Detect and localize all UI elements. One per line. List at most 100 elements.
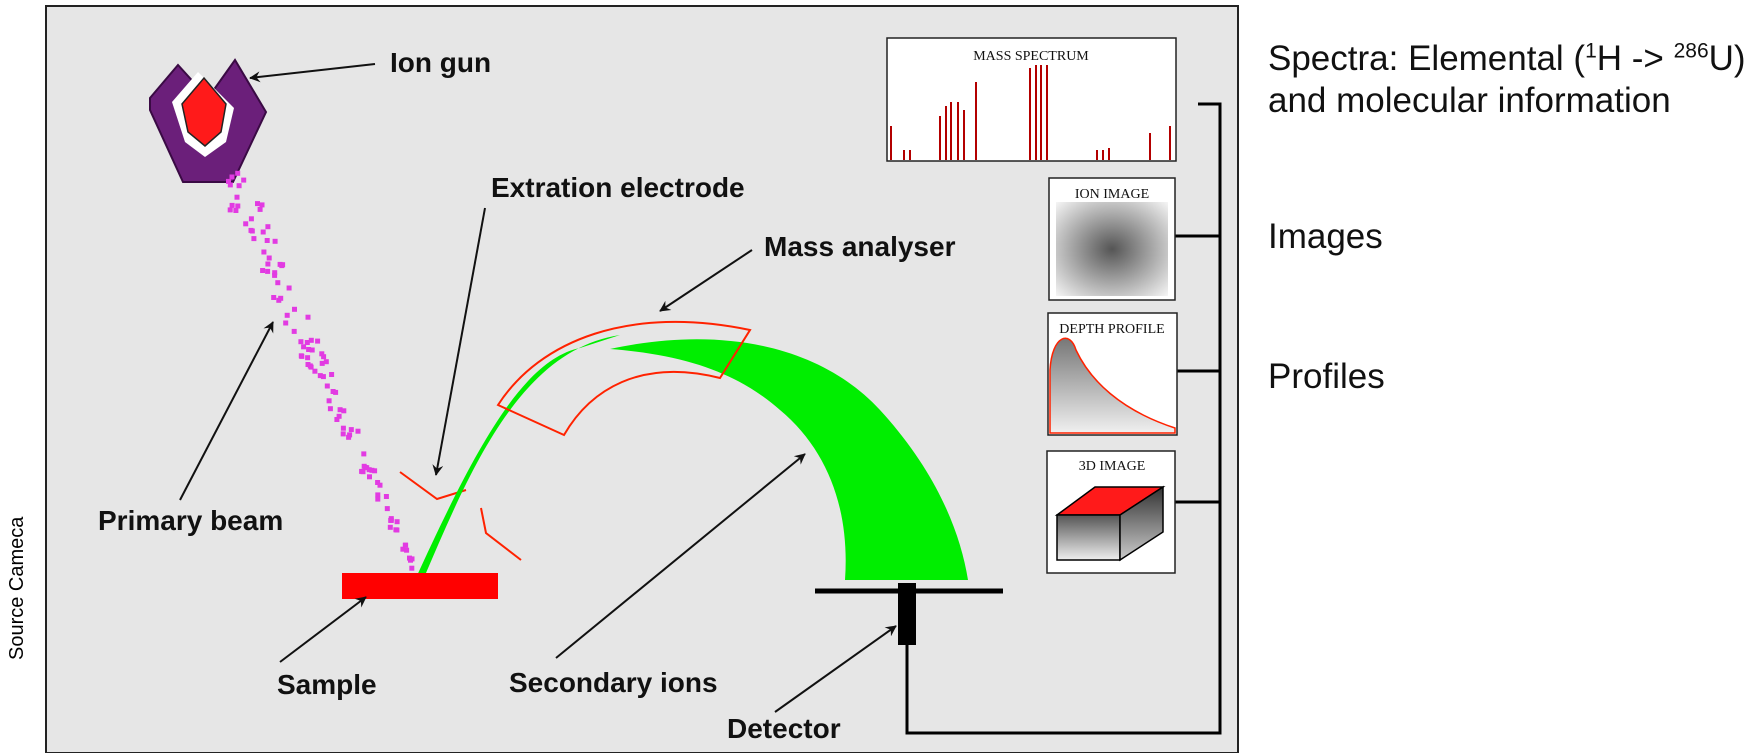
beam-dot <box>227 182 233 188</box>
beam-dot <box>304 340 310 345</box>
beam-dot <box>260 229 266 235</box>
ion-gun <box>149 58 268 183</box>
label-extraction-electrode: Extration electrode <box>491 172 745 203</box>
beam-dot <box>333 389 339 395</box>
mass-spectrum-title: MASS SPECTRUM <box>973 49 1089 64</box>
beam-dot <box>227 207 233 213</box>
beam-dot <box>234 194 240 200</box>
beam-dot <box>348 427 354 433</box>
detector-arrow <box>774 625 897 713</box>
beam-dot <box>367 474 372 480</box>
mass-analyser-arrow <box>659 249 753 312</box>
beam-dot <box>360 469 366 475</box>
label-secondary-ions: Secondary ions <box>509 667 718 698</box>
beam-dot <box>243 221 249 227</box>
beam-dot <box>409 565 415 571</box>
beam-dot <box>327 406 333 412</box>
beam-dot <box>346 434 352 440</box>
images-note: Images <box>1268 217 1383 256</box>
beam-dot <box>286 285 292 291</box>
beam-dot <box>279 263 285 269</box>
beam-dot <box>260 268 266 273</box>
ion-gun-arrow <box>249 63 376 83</box>
beam-dot <box>272 238 278 244</box>
beam-dot <box>377 482 383 488</box>
beam-dot <box>315 338 321 344</box>
beam-dot <box>265 224 271 230</box>
beam-dot <box>235 203 241 209</box>
beam-dot <box>394 519 400 525</box>
beam-dot <box>372 468 378 474</box>
mass-spectrum-peaks <box>890 65 1171 160</box>
beam-dot <box>235 170 241 176</box>
extraction-electrode <box>399 471 522 561</box>
beam-dot <box>298 353 304 359</box>
spectra-note: Spectra: Elemental (1H -> 286U) and mole… <box>1268 39 1746 120</box>
beam-dot <box>323 359 329 365</box>
beam-dot <box>236 183 242 189</box>
mass-spectrum-panel: MASS SPECTRUM <box>886 37 1177 162</box>
beam-dot <box>291 328 297 334</box>
sample <box>342 573 498 599</box>
beam-dot <box>229 174 235 180</box>
mass-analyser <box>496 320 752 437</box>
beam-dot <box>404 547 410 553</box>
beam-dot <box>384 506 390 512</box>
depth-profile-title: DEPTH PROFILE <box>1059 322 1164 337</box>
beam-dot <box>257 206 263 212</box>
beam-dot <box>375 492 381 498</box>
beam-dot <box>340 425 346 431</box>
secondary-ions-beam <box>415 335 968 580</box>
beam-dot <box>317 373 323 379</box>
beam-dot <box>375 496 381 502</box>
pointer-arrows <box>179 63 897 713</box>
beam-dot <box>271 295 277 300</box>
beam-dot <box>306 347 312 352</box>
beam-dot <box>383 494 389 499</box>
beam-dot <box>329 372 335 377</box>
beam-dot <box>337 407 343 413</box>
beam-dot <box>248 216 254 222</box>
label-sample: Sample <box>277 669 377 700</box>
beam-dot <box>284 312 290 318</box>
beam-dot <box>226 178 231 184</box>
primary-beam-dots <box>226 170 415 571</box>
beam-dot <box>307 363 313 369</box>
beam-dot <box>326 398 332 404</box>
beam-dot <box>255 201 260 207</box>
ion-image-panel: ION IMAGE <box>1048 177 1176 301</box>
sample-arrow <box>279 596 367 663</box>
beam-dot <box>312 368 318 374</box>
beam-dot <box>320 374 326 380</box>
3d-image-title: 3D IMAGE <box>1079 459 1146 474</box>
depth-profile-panel: DEPTH PROFILE <box>1047 312 1178 436</box>
primary-beam-arrow <box>179 321 274 501</box>
beam-dot <box>265 261 271 267</box>
beam-dot <box>275 280 281 286</box>
beam-dot <box>265 268 271 274</box>
beam-dot <box>264 238 270 243</box>
label-detector: Detector <box>727 713 841 744</box>
ion-image-title: ION IMAGE <box>1075 187 1149 202</box>
label-mass-analyser: Mass analyser <box>764 231 956 262</box>
beam-dot <box>283 320 289 326</box>
beam-dot <box>272 270 278 276</box>
beam-dot <box>241 177 247 183</box>
beam-dot <box>259 202 265 208</box>
detector <box>815 102 1222 735</box>
beam-dot <box>394 527 400 533</box>
3d-image-panel: 3D IMAGE <box>1046 450 1176 574</box>
beam-dot <box>400 546 406 552</box>
beam-dot <box>305 355 311 361</box>
beam-dot <box>334 417 340 422</box>
secondary-ions-arrow <box>555 453 806 659</box>
beam-dot <box>278 295 284 301</box>
beam-dot <box>340 431 346 437</box>
beam-dot <box>409 556 415 562</box>
beam-dot <box>266 255 272 261</box>
beam-dot <box>309 347 315 353</box>
beam-dot <box>261 249 267 255</box>
beam-dot <box>229 202 235 208</box>
label-ion-gun: Ion gun <box>390 47 491 78</box>
beam-dot <box>301 344 307 350</box>
